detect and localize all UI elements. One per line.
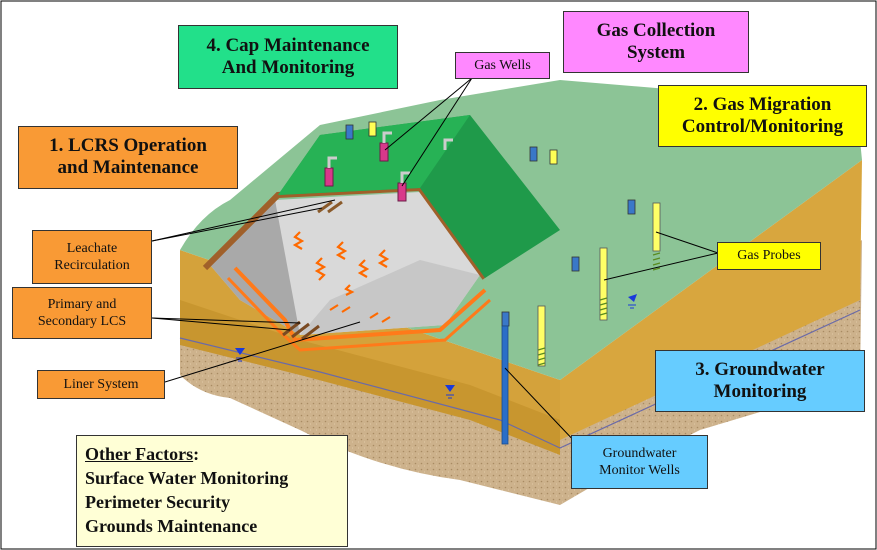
soil-front-lower <box>180 300 560 455</box>
primary-lcs-line1: Primary and <box>47 297 117 312</box>
liner-system-text: Liner System <box>63 377 139 392</box>
gas-collection-line2: System <box>626 42 686 63</box>
gas-wells-label: Gas Wells <box>455 52 550 79</box>
gas-wells-text: Gas Wells <box>474 58 531 73</box>
gas-migration-line1: 2. Gas Migration <box>693 94 832 115</box>
groundwater-line1: 3. Groundwater <box>695 359 825 380</box>
groundwater-monitoring-label: 3. Groundwater Monitoring <box>655 350 865 412</box>
liner-line <box>233 266 487 343</box>
primary-secondary-lcs-label: Primary and Secondary LCS <box>12 287 152 339</box>
gas-migration-line2: Control/Monitoring <box>681 116 844 137</box>
gas-migration-label: 2. Gas Migration Control/Monitoring <box>658 85 867 147</box>
gw-wells-line1: Groundwater <box>602 446 677 461</box>
groundwater-monitor-wells-label: Groundwater Monitor Wells <box>571 435 708 489</box>
water-table-markers <box>235 294 637 392</box>
leachate-flow-arrows <box>292 231 391 323</box>
other-factor-item: Perimeter Security <box>85 492 231 512</box>
groundwater-line2: Monitoring <box>713 381 807 402</box>
gas-well-vents <box>327 131 453 183</box>
leachate-line1: Leachate <box>66 241 118 256</box>
cell-inner-wall <box>210 200 300 335</box>
subsurface-sand-layer <box>180 240 862 505</box>
cap-maintenance-line1: 4. Cap Maintenance <box>206 35 370 56</box>
other-factors-title: Other Factors <box>85 444 194 464</box>
gas-probe-icons <box>537 202 661 367</box>
leachate-recirculation-label: Leachate Recirculation <box>32 230 152 284</box>
groundwater-monitor-well <box>501 325 509 445</box>
other-factor-item: Grounds Maintenance <box>85 516 258 536</box>
gas-probe-screens <box>537 252 661 366</box>
other-factors-colon: : <box>193 444 200 464</box>
recirculation-pipes <box>317 200 343 214</box>
primary-lcs-line2: Secondary LCS <box>37 314 127 329</box>
gas-probes-label: Gas Probes <box>717 242 821 270</box>
lcrs-label: 1. LCRS Operation and Maintenance <box>18 126 238 189</box>
lcs-pipes <box>282 320 320 341</box>
liner-line-secondary <box>226 276 491 352</box>
cell-floor <box>300 260 480 335</box>
lcrs-line2: and Maintenance <box>57 157 199 178</box>
liner-system-label: Liner System <box>37 370 165 399</box>
other-factors-box: Other Factors: Surface Water Monitoring … <box>76 435 348 547</box>
gas-collection-line1: Gas Collection <box>596 20 716 41</box>
gas-probes-text: Gas Probes <box>737 248 801 263</box>
soil-right-face <box>560 160 862 440</box>
cap-maintenance-line2: And Monitoring <box>221 57 355 78</box>
gas-collection-label: Gas Collection System <box>563 11 749 73</box>
other-factor-item: Surface Water Monitoring <box>85 468 289 488</box>
gw-wells-line2: Monitor Wells <box>599 463 680 478</box>
water-table-ticks <box>236 304 636 399</box>
lcrs-line1: 1. LCRS Operation <box>49 135 207 156</box>
other-factors-heading: Other Factors: <box>85 442 339 466</box>
monitoring-canisters <box>345 121 636 327</box>
leachate-line2: Recirculation <box>54 258 130 273</box>
leader-lines <box>151 77 719 446</box>
cap-maintenance-label: 4. Cap Maintenance And Monitoring <box>178 25 398 89</box>
